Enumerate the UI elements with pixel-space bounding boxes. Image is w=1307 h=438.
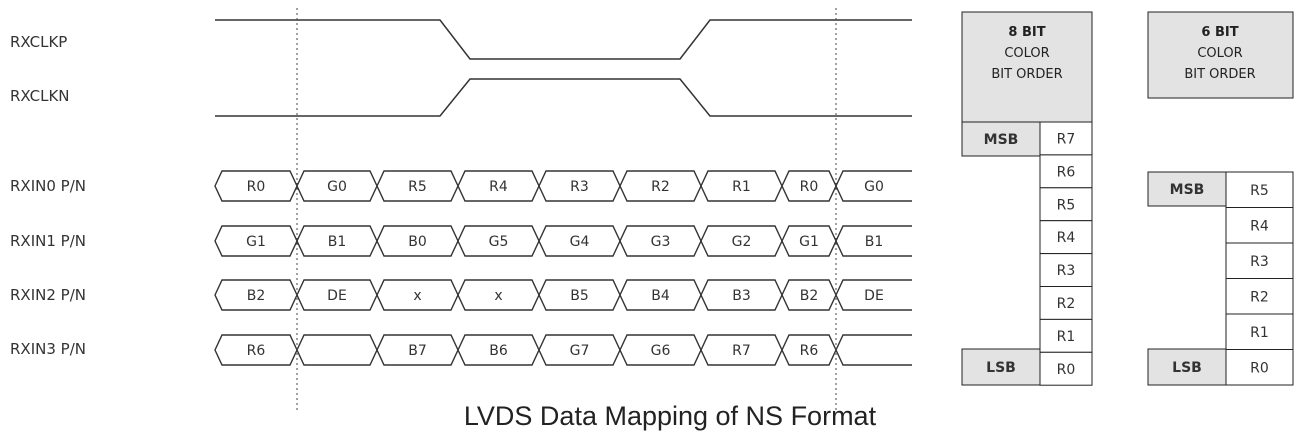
- lane-cell-label: G1: [799, 234, 819, 250]
- lane-cell-label: B5: [570, 288, 589, 304]
- lane-cell-label: B2: [247, 288, 266, 304]
- table-6bit: 6 BIT COLOR BIT ORDER MSB LSB R5R4R3R2R1…: [1147, 11, 1294, 386]
- lane-cell-label: DE: [864, 288, 884, 304]
- table6-bit-label: R1: [1250, 325, 1269, 341]
- table8-bit-label: R1: [1057, 329, 1076, 345]
- table8-bit-cell: [1039, 318, 1093, 353]
- lane-cell-label: R6: [800, 343, 819, 359]
- rxclkp-waveform: [215, 19, 912, 60]
- lane-cell-label: R4: [489, 179, 508, 195]
- table6-bit-cell: [1225, 349, 1294, 386]
- table8-bit-label: R0: [1057, 362, 1076, 378]
- signal-label-rxin2: RXIN2 P/N: [10, 286, 86, 304]
- table8-msb-label: MSB: [984, 132, 1019, 148]
- lane-cell-shape: [835, 279, 912, 311]
- table6-bit-label: R4: [1250, 218, 1269, 234]
- table8-title-line2: COLOR: [1004, 46, 1049, 61]
- table6-bit-label: R2: [1250, 289, 1269, 305]
- table6-bit-label: R5: [1250, 183, 1269, 199]
- lane-cell-label: B2: [800, 288, 819, 304]
- signal-label-rxclkp: RXCLKP: [10, 33, 67, 51]
- lane-cell-label: R1: [732, 179, 751, 195]
- table6-bit-cell: [1225, 207, 1294, 244]
- table8-bit-label: R3: [1057, 263, 1076, 279]
- lane-cell-label: R5: [408, 179, 427, 195]
- lane-cell-label: G0: [864, 179, 884, 195]
- lane-cell-label: R2: [651, 179, 670, 195]
- lane-cell-shape: [296, 334, 378, 366]
- lane-cell-label: G7: [570, 343, 590, 359]
- table-8bit: 8 BIT COLOR BIT ORDER MSB LSB R7R6R5R4R3…: [961, 11, 1093, 386]
- lane-cell-label: G6: [651, 343, 671, 359]
- table8-title-line1: 8 BIT: [1008, 25, 1045, 40]
- lane-cell-shape: [835, 170, 912, 202]
- table8-title-line3: BIT ORDER: [991, 67, 1062, 82]
- lane-cell-label: B3: [732, 288, 751, 304]
- lane-cell-label: R0: [247, 179, 266, 195]
- lane-cell-label: B1: [865, 234, 884, 250]
- rxclkn-waveform: [215, 78, 912, 117]
- table8-bit-label: R2: [1057, 296, 1076, 312]
- lane-cell-shape: [835, 334, 912, 366]
- lane-cell-label: R7: [732, 343, 751, 359]
- lane-cell-label: B0: [408, 234, 427, 250]
- signal-label-rxclkn: RXCLKN: [10, 87, 70, 105]
- table8-bit-cell: [1039, 220, 1093, 255]
- lane-cell-label: B4: [651, 288, 670, 304]
- table8-bit-label: R6: [1057, 164, 1076, 180]
- lane-cell-label: R0: [800, 179, 819, 195]
- lane-cell-label: G5: [489, 234, 509, 250]
- signal-label-rxin0: RXIN0 P/N: [10, 177, 86, 195]
- lane-cell-label: G4: [570, 234, 590, 250]
- lane-cell-label: DE: [327, 288, 347, 304]
- lane-cell-label: x: [494, 288, 502, 304]
- table6-bit-label: R3: [1250, 254, 1269, 270]
- table8-bit-label: R5: [1057, 197, 1076, 213]
- signal-label-rxin3: RXIN3 P/N: [10, 340, 86, 358]
- lane-cell-label: R6: [247, 343, 266, 359]
- table6-bit-label: R0: [1250, 360, 1269, 376]
- lane-cell-label: G0: [327, 179, 347, 195]
- table8-bit-label: R4: [1057, 230, 1076, 246]
- table6-lsb-label: LSB: [1172, 360, 1202, 376]
- lane-cell-label: G1: [246, 234, 266, 250]
- signal-label-rxin1: RXIN1 P/N: [10, 232, 86, 250]
- table6-title-line3: BIT ORDER: [1184, 67, 1255, 82]
- lane-cell-label: B7: [408, 343, 427, 359]
- table8-bit-cell: [1039, 286, 1093, 320]
- table8-bit-cell: [1039, 253, 1093, 288]
- table6-bit-cell: [1225, 278, 1294, 315]
- lane-cell-label: G2: [732, 234, 752, 250]
- lane-cell-label: x: [413, 288, 421, 304]
- table8-bit-cell: [1039, 351, 1093, 386]
- table6-bit-cell: [1225, 313, 1294, 350]
- lane-cell-label: B6: [489, 343, 508, 359]
- table6-title-line1: 6 BIT: [1201, 25, 1238, 40]
- lane-cell-shape: [835, 225, 912, 257]
- table8-bit-label: R7: [1057, 131, 1076, 147]
- table6-title-line2: COLOR: [1197, 46, 1242, 61]
- lane-cell-label: B1: [328, 234, 347, 250]
- table6-msb-label: MSB: [1170, 182, 1205, 198]
- table8-lsb-label: LSB: [986, 360, 1016, 376]
- lane-cell-label: R3: [570, 179, 589, 195]
- diagram-caption: LVDS Data Mapping of NS Format: [464, 401, 877, 431]
- table8-bit-cell: [1039, 121, 1093, 156]
- lane-cell-label: G3: [651, 234, 671, 250]
